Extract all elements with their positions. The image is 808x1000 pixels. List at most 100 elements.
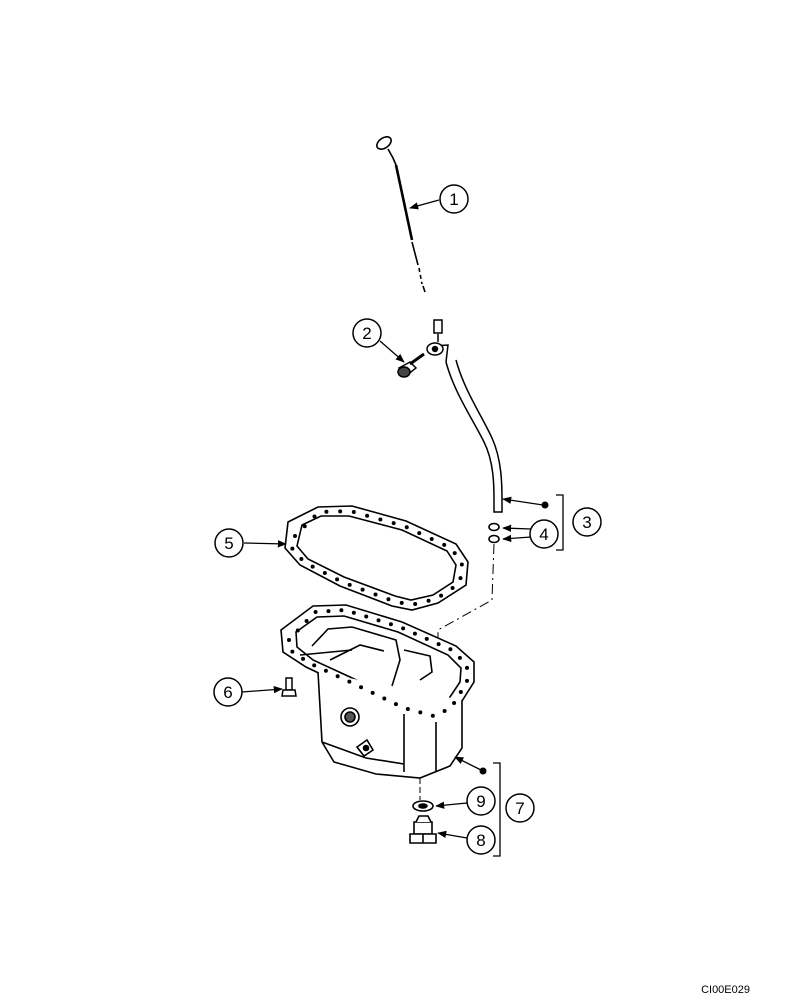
bolt-hole [393,702,398,707]
bolt-hole [335,577,340,582]
bolt-hole [442,542,447,547]
bolt-hole [365,513,370,518]
oil-pan-gasket [284,505,469,611]
bolt-hole [382,696,387,701]
bolt-hole [448,647,453,652]
oil-pan [280,604,475,779]
callout-9-label: 9 [476,792,485,811]
bolt-hole [370,690,375,695]
callout-3-label: 3 [582,513,591,532]
bolt-hole [450,585,455,590]
bolt-hole [347,679,352,684]
bolt-hole [326,609,331,614]
bolt-hole [290,649,295,654]
bolt-hole [347,582,352,587]
bolt-hole [458,576,463,581]
callout-1: 1 [439,184,469,214]
bolt-hole [386,597,391,602]
bolt-hole [436,642,441,647]
leader-lines [241,199,544,839]
callout-5: 5 [214,528,244,558]
bolt-hole [312,663,317,668]
bolt-hole [373,592,378,597]
bolt-hole [335,674,340,679]
bolt-hole [442,709,447,714]
bolt-hole [295,628,300,633]
bolt-hole [401,626,406,631]
bolt-hole [299,556,304,561]
callout-2: 2 [352,318,382,348]
bolt-hole [399,600,404,605]
bolt-hole [426,598,431,603]
callout-1-label: 1 [449,190,458,209]
bolt-hole [378,517,383,522]
bolt-hole [429,536,434,541]
bolt-hole [301,656,306,661]
callout-6-label: 6 [223,683,232,702]
bolt-hole [439,593,444,598]
bolt-hole [452,551,457,556]
bolt-hole [459,562,464,567]
bolt-hole [359,685,364,690]
bolt-hole [417,531,422,536]
bolt-hole [304,619,309,624]
bolt-hole [458,690,463,695]
bolt-hole [339,608,344,613]
group-bracket-7 [493,762,501,857]
callout-4-label: 4 [539,525,548,544]
group-bracket-3 [556,494,564,551]
bolt-hole [313,609,318,614]
bolt-hole [322,570,327,575]
bolt-part [397,352,425,378]
bolt-hole [323,668,328,673]
leader-dot [541,501,549,509]
dipstick-part [376,136,426,293]
callout-9: 9 [466,786,496,816]
bolt-hole [424,636,429,641]
bolt-hole [388,622,393,627]
bolt-hole [312,514,317,519]
drain-washer [412,800,434,812]
drain-plug [409,815,437,844]
callout-7-label: 7 [515,799,524,818]
bolt-hole [430,713,435,718]
bolt-hole [338,509,343,514]
bolt-hole [302,524,307,529]
bolt-hole [413,602,418,607]
leader-dot [479,767,487,775]
o-rings [488,522,500,544]
bolt-hole [465,665,469,670]
bolt-hole [351,510,356,515]
bolt-hole [412,631,417,636]
callout-8-label: 8 [476,831,485,850]
tube-bracket [426,342,444,356]
bolt-hole [364,614,369,619]
bolt-hole [405,707,410,712]
bolt-hole [310,564,315,569]
bolt-hole [391,521,396,526]
bolt-hole [293,534,297,538]
dipstick-guide-tube [431,319,503,513]
callout-4: 4 [529,519,559,549]
bolt-hole [287,638,291,642]
bolt-hole [452,701,457,706]
bolt-hole [290,546,295,551]
callout-3: 3 [572,507,602,537]
bolt-hole [351,610,356,615]
callout-7: 7 [505,793,535,823]
pan-bolt-part [281,677,297,697]
callout-2-label: 2 [362,324,371,343]
bolt-hole [465,678,469,683]
bolt-hole [360,587,365,592]
callout-5-label: 5 [224,534,233,553]
callout-6: 6 [213,677,243,707]
bolt-hole [376,618,381,623]
bolt-hole [418,710,423,715]
drawing-code: CI00E029 [701,984,750,996]
callout-8: 8 [466,825,496,855]
bolt-hole [457,655,462,660]
bolt-hole [324,509,329,514]
bolt-hole [404,525,409,530]
